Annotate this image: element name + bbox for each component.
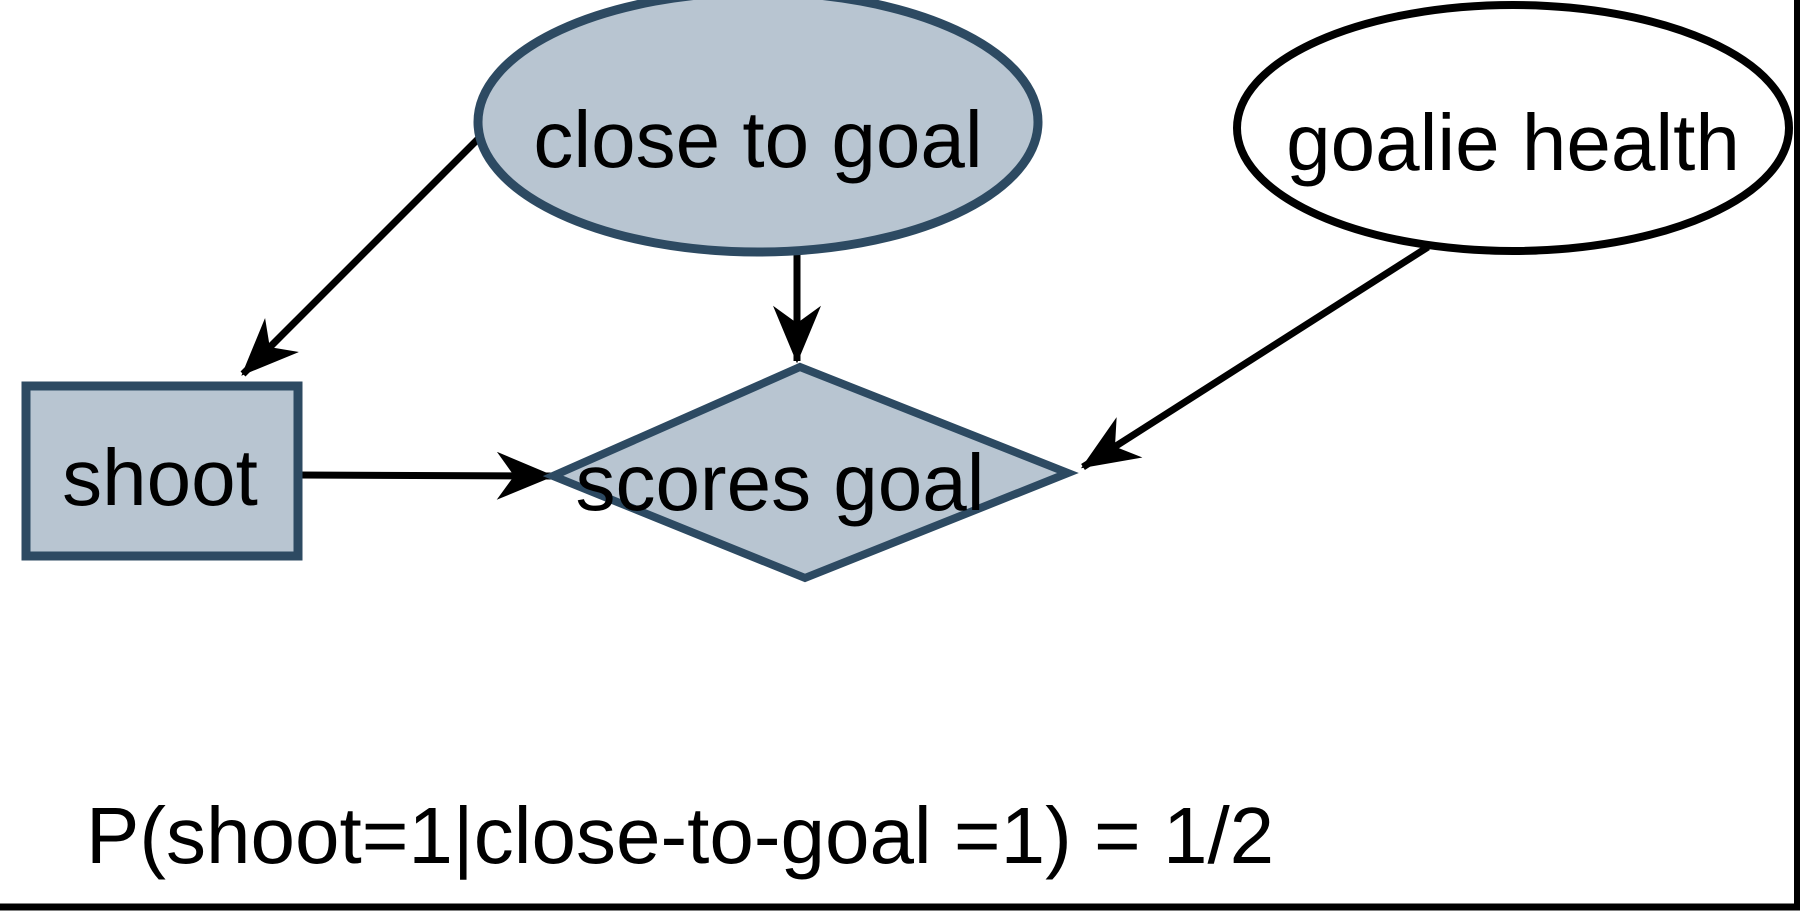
- nodes-group: close to goal goalie health shoot scores…: [21, 0, 1793, 583]
- edge-close-to-goal-to-shoot: [240, 128, 489, 377]
- edges-group: [240, 128, 1430, 500]
- node-close-to-goal-label: close to goal: [533, 95, 982, 184]
- node-shoot-rect: [21, 381, 303, 561]
- node-goalie-health-ellipse: [1233, 1, 1793, 255]
- node-scores-goal-diamond: [542, 362, 1079, 583]
- probability-formula: P(shoot=1|close-to-goal =1) = 1/2: [86, 791, 1274, 880]
- node-scores-goal-label: scores goal: [575, 438, 984, 527]
- node-shoot-label: shoot: [62, 433, 258, 522]
- node-goalie-health-label: goalie health: [1286, 98, 1740, 187]
- edge-goalie-health-to-scores-goal: [1080, 244, 1430, 470]
- node-close-to-goal-ellipse: [473, 0, 1043, 257]
- edge-shoot-to-scores-goal: [297, 451, 555, 500]
